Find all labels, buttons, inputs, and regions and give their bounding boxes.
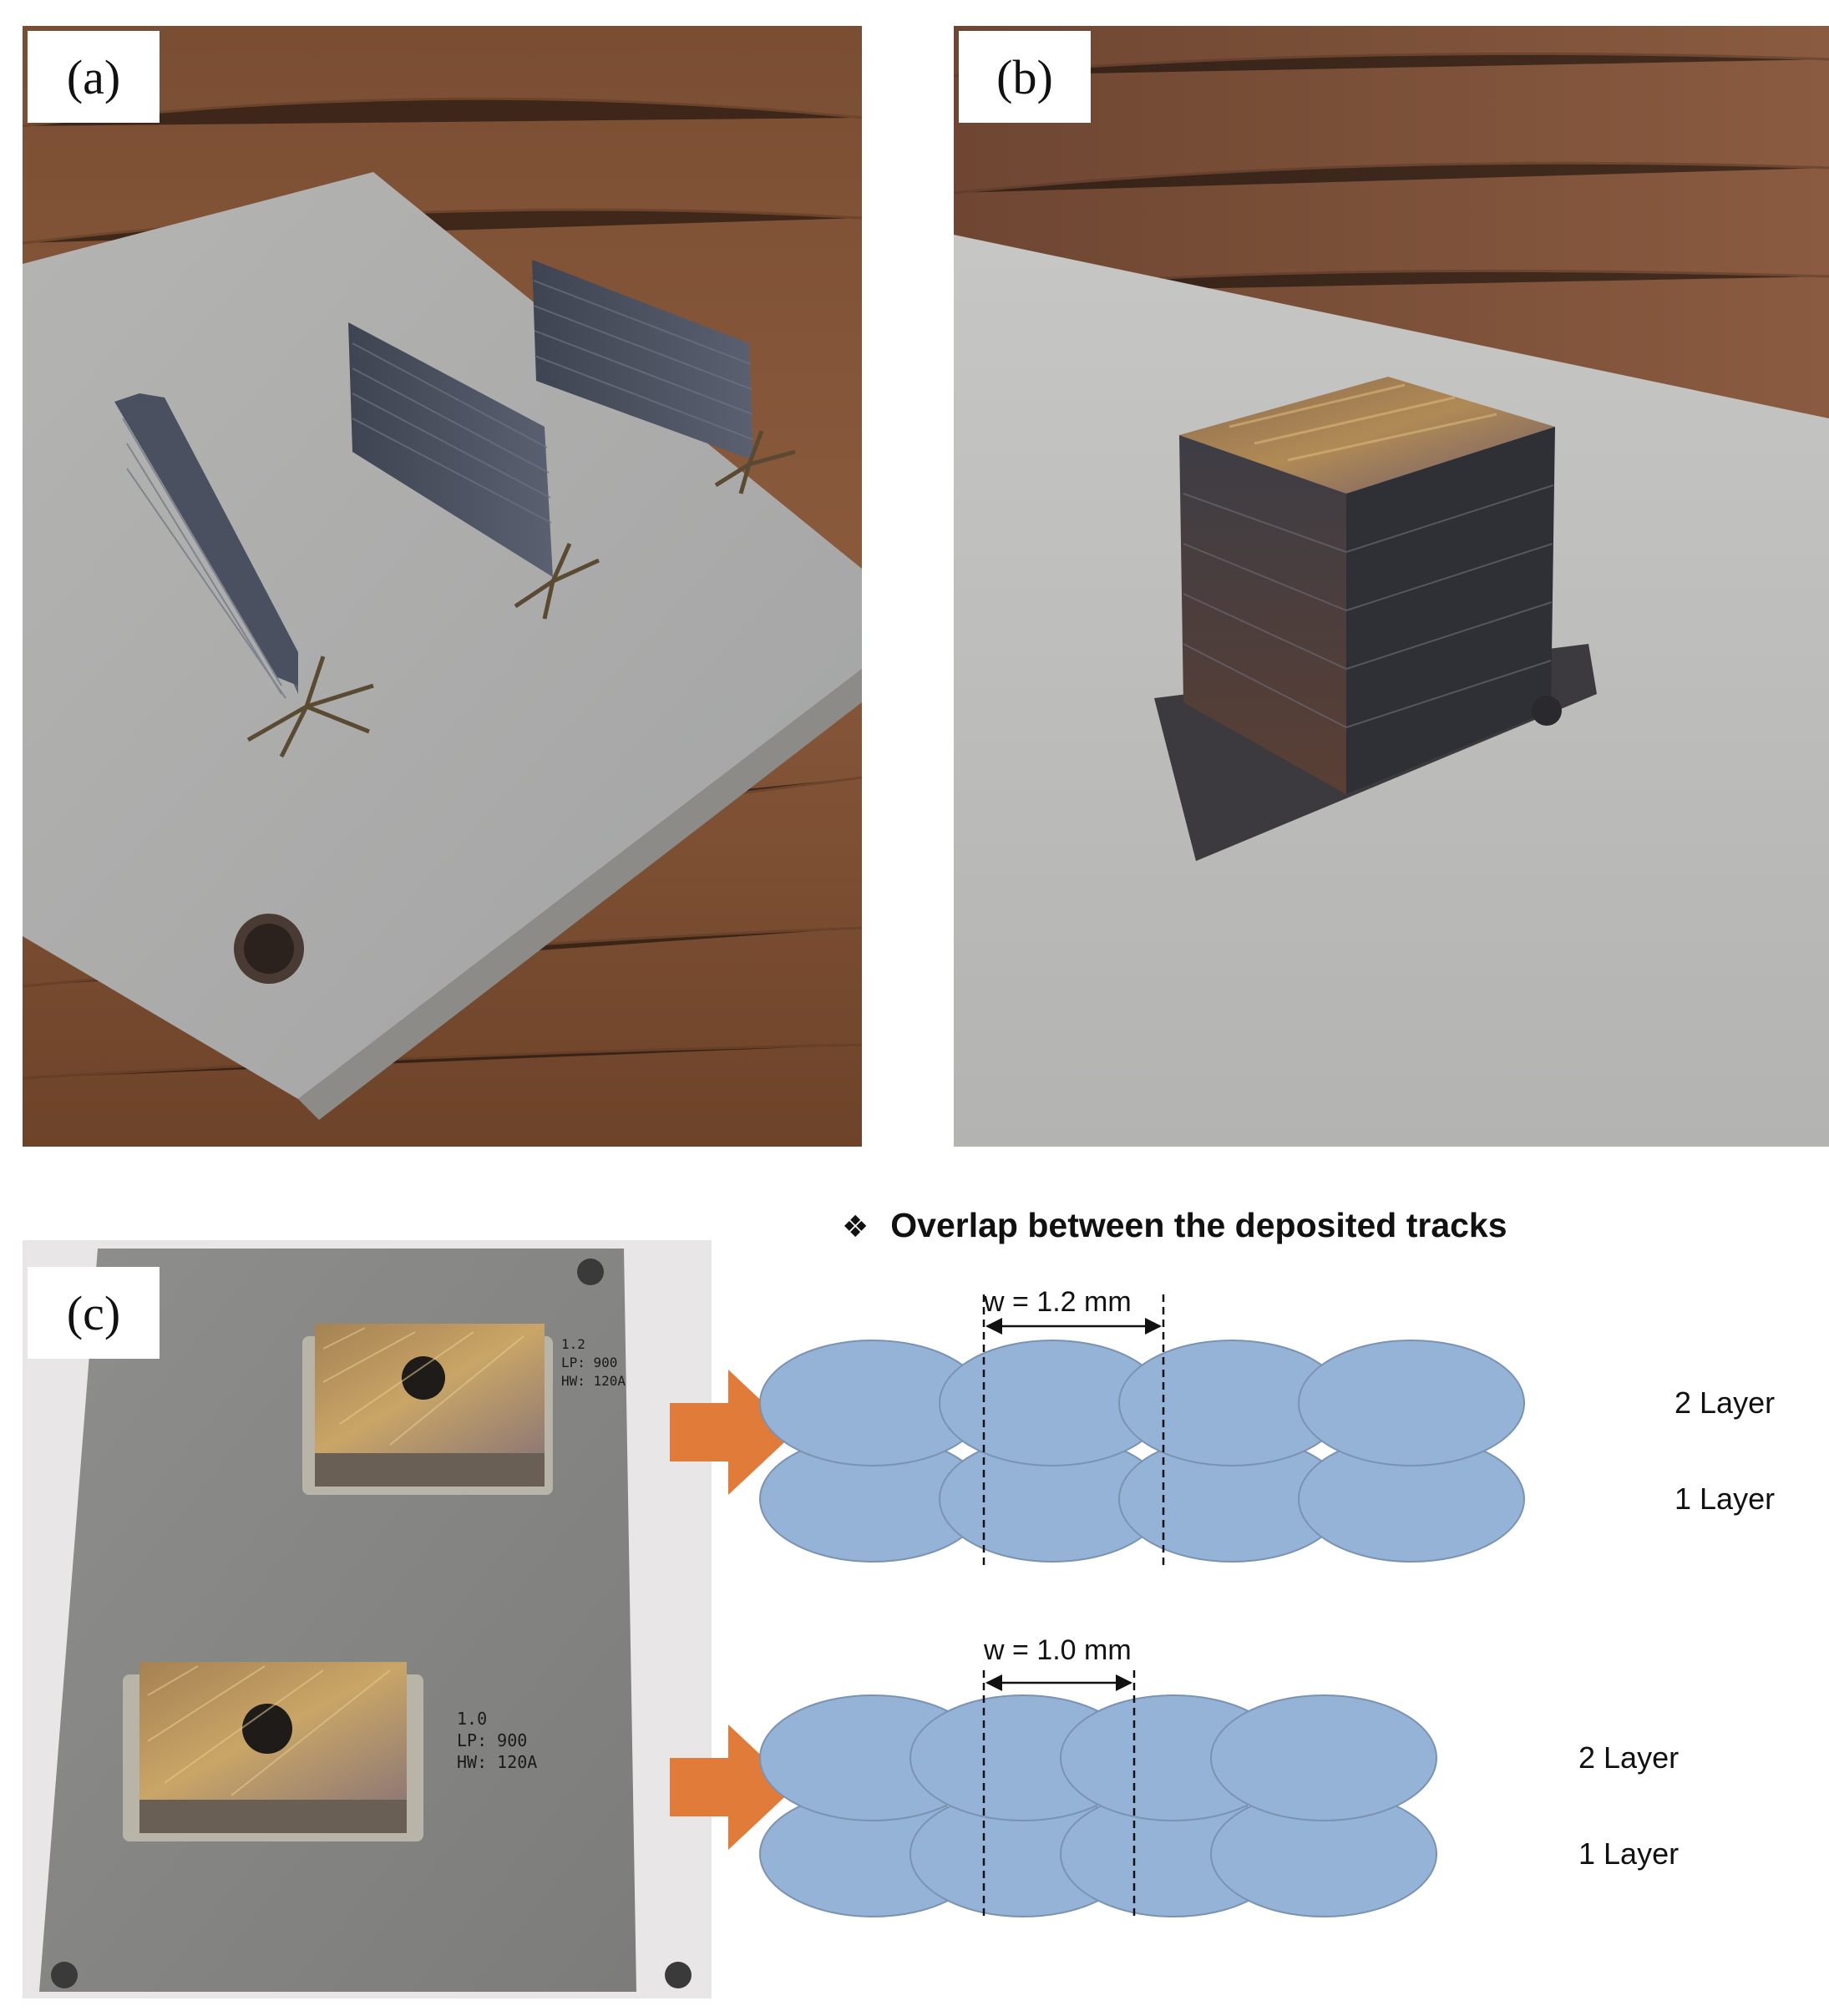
- width-label-2: w = 1.0 mm: [983, 1634, 1132, 1666]
- layer-label-row1-layer-2: 2 Layer: [1674, 1385, 1775, 1420]
- layer-label-row2-layer-2: 2 Layer: [1578, 1740, 1679, 1775]
- track-row-2: w = 1.0 mm 2 Layer 1 Layer: [759, 1634, 1679, 1921]
- walls-photo: [23, 26, 862, 1147]
- track-4-layer-2: [1298, 1340, 1525, 1466]
- photo-panel-a: (a): [23, 26, 862, 1147]
- top-note-line-2: LP: 900: [561, 1355, 617, 1370]
- bottom-note-line-3: HW: 120A: [457, 1752, 537, 1772]
- arrow-right-icon-bottom: [670, 1725, 795, 1850]
- top-note-line-3: HW: 120A: [561, 1373, 626, 1389]
- track-row-1: w = 1.2 mm 2 Layer 1 Layer: [759, 1286, 1775, 1566]
- cube-photo: [954, 26, 1829, 1147]
- photo-panel-c: 1.2 LP: 900 HW: 120A 1.0 LP: 900 HW: 120…: [23, 1240, 712, 1998]
- width-label-1: w = 1.2 mm: [983, 1286, 1132, 1318]
- layer-label-row1-layer-1: 1 Layer: [1674, 1482, 1775, 1516]
- layer-label-row2-layer-1: 1 Layer: [1578, 1836, 1679, 1871]
- bottom-note-line-2: LP: 900: [457, 1730, 527, 1750]
- track-4-layer-2: [1210, 1694, 1437, 1821]
- blocks-photo: 1.2 LP: 900 HW: 120A 1.0 LP: 900 HW: 120…: [23, 1240, 712, 1998]
- arrow-right-icon-top: [670, 1370, 795, 1495]
- panel-label-b: (b): [959, 31, 1091, 123]
- overlap-title: ❖ Overlap between the deposited tracks: [842, 1206, 1507, 1245]
- bottom-note-line-1: 1.0: [457, 1709, 487, 1729]
- photo-panel-b: (b): [954, 26, 1829, 1147]
- panel-label-a: (a): [28, 31, 160, 123]
- top-note-line-1: 1.2: [561, 1336, 585, 1352]
- overlap-diagram: w = 1.2 mm 2 Layer 1 Layer w = 1.0 mm 2 …: [670, 1286, 1775, 1921]
- diamond-bullet-icon: ❖: [842, 1210, 869, 1244]
- panel-label-c: (c): [28, 1267, 160, 1359]
- overlap-title-text: Overlap between the deposited tracks: [890, 1206, 1507, 1244]
